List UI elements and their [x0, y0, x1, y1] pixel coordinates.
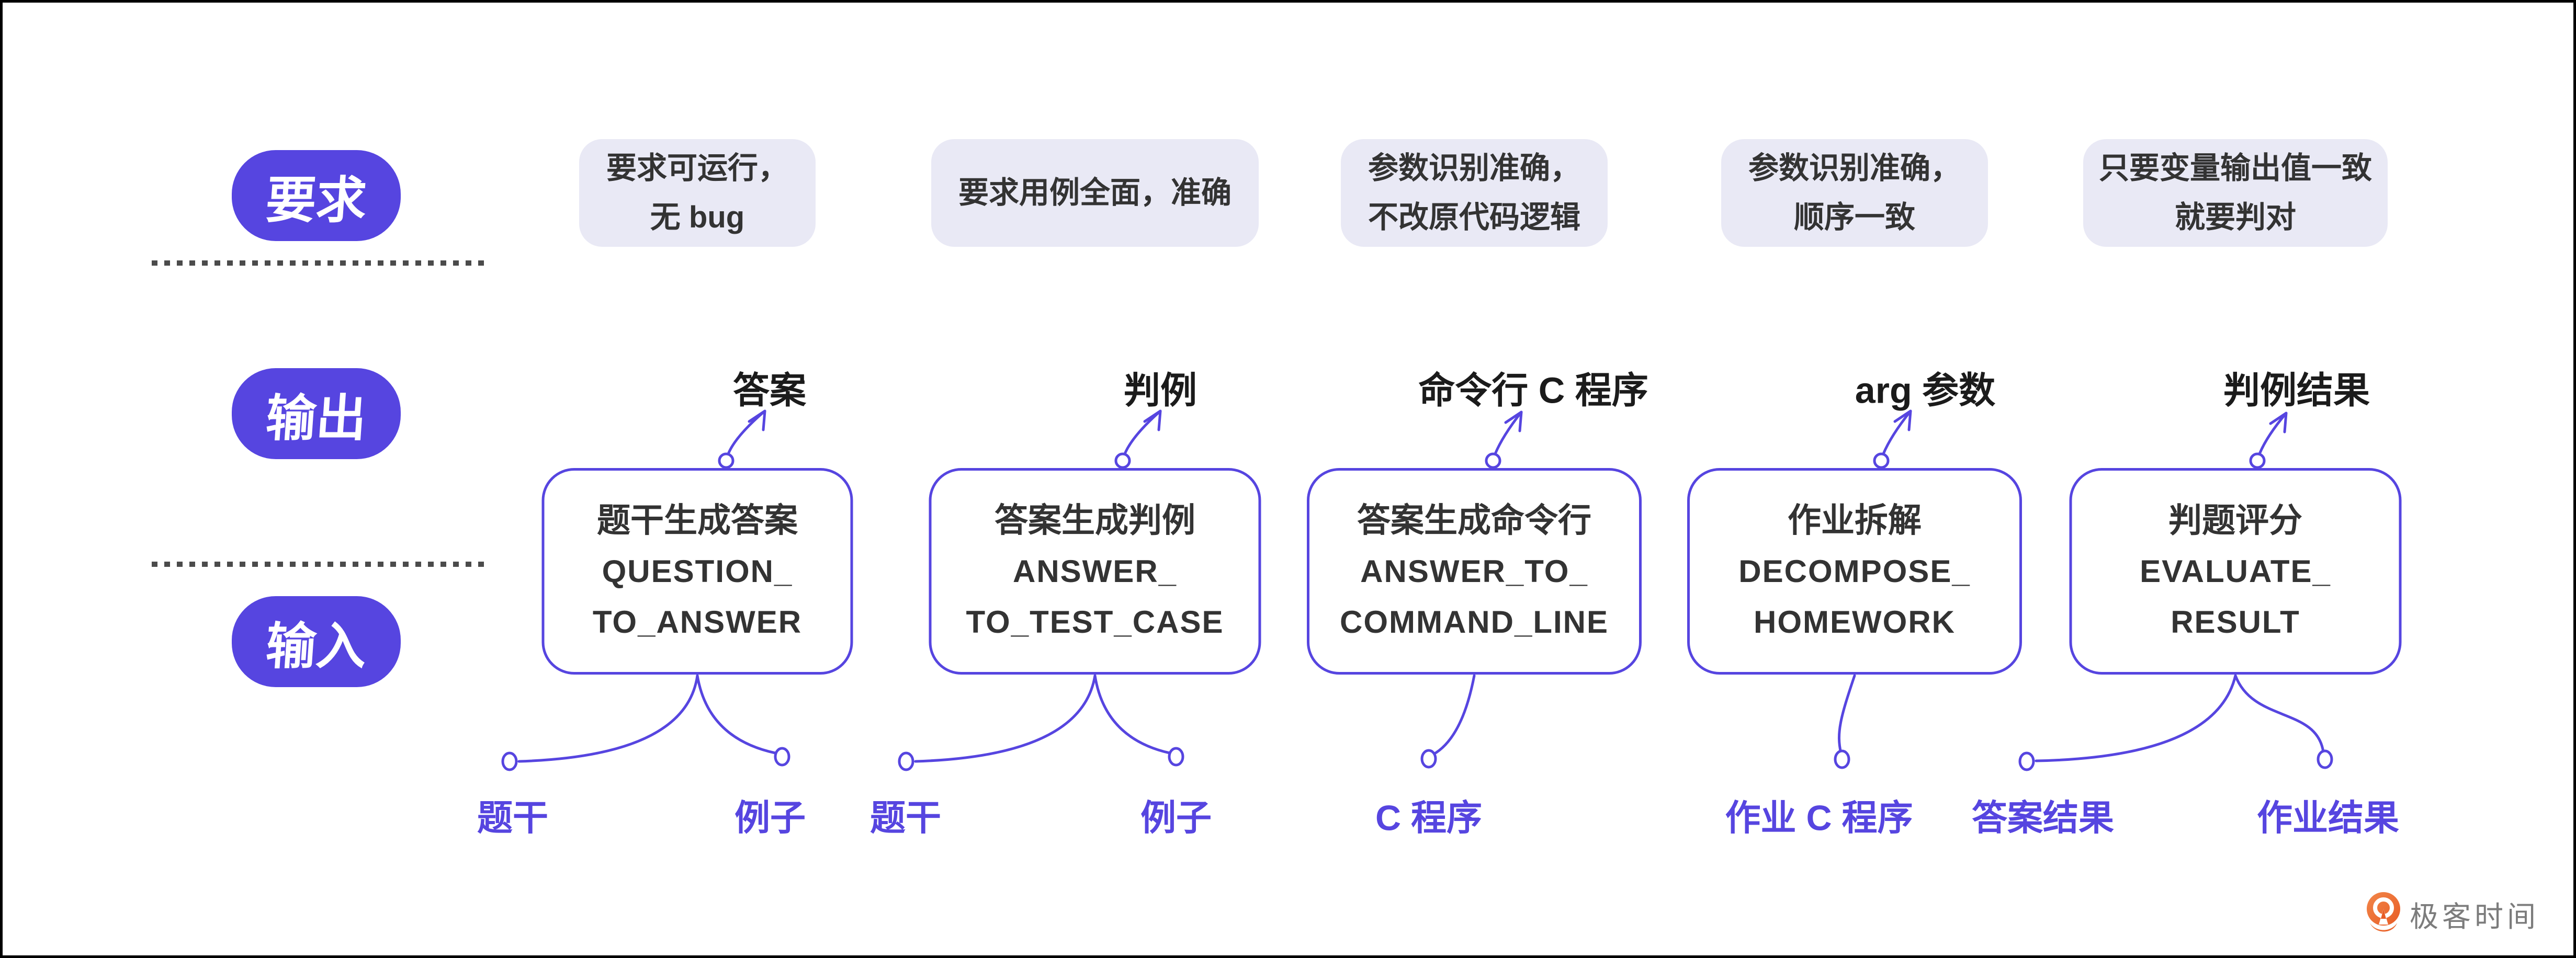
- requirement-note-1-line1: 要求可运行，: [606, 151, 789, 185]
- output-arrow-3: [1485, 410, 1523, 469]
- input-label-homework-c-program: 作业 C 程序: [1725, 798, 1913, 838]
- process-box-2-title: 答案生成判例: [995, 501, 1195, 539]
- geektime-wordmark: 极客时间: [2410, 900, 2540, 933]
- geektime-logo: 极客时间: [2366, 890, 2544, 938]
- output-label-4: arg 参数: [1855, 370, 1996, 411]
- process-box-decompose-homework: 作业拆解 DECOMPOSE_ HOMEWORK: [1687, 468, 2022, 675]
- input-curve-2b: [1093, 674, 1184, 767]
- requirement-note-3-line1: 参数识别准确，: [1368, 151, 1581, 185]
- output-arrow-4: [1873, 409, 1912, 469]
- input-curve-3: [1420, 674, 1476, 769]
- requirement-note-4-line2: 顺序一致: [1793, 200, 1916, 234]
- row-pill-output: 输出: [232, 368, 401, 459]
- process-box-5-code2: RESULT: [2171, 605, 2300, 640]
- output-arrow-1: [718, 409, 766, 469]
- geektime-icon: [2367, 892, 2400, 932]
- row-pill-input: 输入: [232, 596, 401, 687]
- process-box-4-code1: DECOMPOSE_: [1738, 554, 1971, 589]
- requirement-note-1-line2: 无 bug: [650, 200, 745, 234]
- process-box-1-code2: TO_ANSWER: [592, 605, 803, 640]
- dotted-divider-bottom: [152, 562, 487, 567]
- input-label-answer-result: 答案结果: [1971, 798, 2115, 838]
- process-box-5-code1: EVALUATE_: [2140, 554, 2331, 589]
- requirement-note-2-line1: 要求用例全面，准确: [958, 176, 1232, 210]
- requirement-note-5: 只要变量输出值一致 就要判对: [2083, 139, 2388, 247]
- process-box-4-title: 作业拆解: [1788, 501, 1922, 539]
- output-arrow-2: [1114, 409, 1162, 469]
- input-curve-1b: [696, 674, 790, 767]
- process-box-2-code1: ANSWER_: [1012, 554, 1178, 589]
- output-label-2: 判例: [1124, 370, 1197, 411]
- requirement-note-1: 要求可运行， 无 bug: [579, 139, 816, 247]
- process-box-question-to-answer: 题干生成答案 QUESTION_ TO_ANSWER: [541, 468, 853, 675]
- requirement-note-3-line2: 不改原代码逻辑: [1368, 200, 1581, 234]
- input-label-c-program: C 程序: [1375, 798, 1483, 838]
- input-curve-1a: [501, 674, 699, 771]
- process-box-2-code2: TO_TEST_CASE: [966, 605, 1224, 640]
- process-box-evaluate-result: 判题评分 EVALUATE_ RESULT: [2069, 468, 2402, 675]
- input-label-example-1: 例子: [734, 798, 806, 838]
- process-box-1-title: 题干生成答案: [597, 501, 798, 539]
- requirement-note-5-line1: 只要变量输出值一致: [2098, 151, 2372, 185]
- process-box-5-title: 判题评分: [2168, 501, 2302, 539]
- output-label-5: 判例结果: [2223, 370, 2370, 411]
- input-label-question-2: 题干: [869, 798, 942, 838]
- process-box-4-code2: HOMEWORK: [1754, 605, 1956, 640]
- input-curve-4: [1834, 674, 1856, 769]
- input-curve-2a: [898, 674, 1097, 771]
- input-curve-5a: [2018, 674, 2237, 771]
- process-box-answer-to-test-case: 答案生成判例 ANSWER_ TO_TEST_CASE: [929, 468, 1261, 675]
- process-box-3-title: 答案生成命令行: [1357, 501, 1591, 539]
- output-label-3: 命令行 C 程序: [1418, 370, 1648, 411]
- input-label-homework-result: 作业结果: [2256, 798, 2400, 838]
- requirement-note-3: 参数识别准确， 不改原代码逻辑: [1340, 139, 1608, 247]
- output-label-1: 答案: [733, 370, 806, 411]
- row-pill-requirement: 要求: [232, 150, 401, 241]
- input-label-question-1: 题干: [477, 798, 549, 838]
- output-arrow-5: [2249, 412, 2288, 469]
- requirement-note-4-line1: 参数识别准确，: [1748, 151, 1961, 185]
- dotted-divider-top: [152, 260, 487, 266]
- process-box-3-code1: ANSWER_TO_: [1360, 554, 1588, 589]
- input-curve-5b: [2234, 674, 2333, 769]
- process-box-answer-to-command-line: 答案生成命令行 ANSWER_TO_ COMMAND_LINE: [1307, 468, 1642, 675]
- input-label-example-2: 例子: [1140, 798, 1212, 838]
- requirement-note-5-line2: 就要判对: [2174, 200, 2297, 234]
- requirement-note-2: 要求用例全面，准确: [931, 139, 1259, 247]
- process-box-3-code2: COMMAND_LINE: [1340, 605, 1609, 640]
- requirement-note-4: 参数识别准确， 顺序一致: [1721, 139, 1989, 247]
- process-box-1-code1: QUESTION_: [602, 554, 793, 589]
